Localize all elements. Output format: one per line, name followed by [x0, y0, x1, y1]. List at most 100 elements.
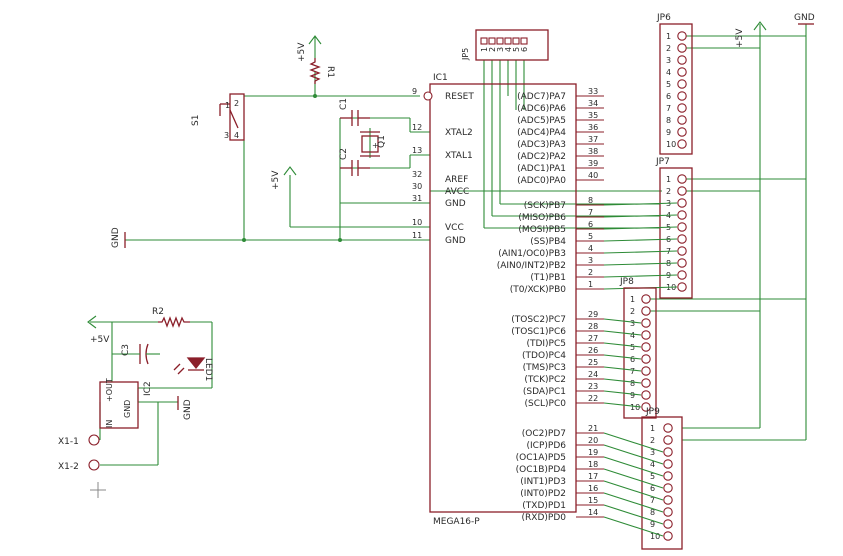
- jp9-pin-number: 4: [650, 460, 655, 469]
- jp8-pin-pad: [641, 330, 651, 340]
- ic1-pin-name: AVCC: [445, 187, 469, 197]
- ic1-pin-name: (RXD)PD0: [522, 513, 567, 523]
- jp9-pin-pad: [663, 459, 673, 469]
- led1-label: LED1: [203, 358, 213, 381]
- c1-label: C1: [339, 98, 349, 110]
- ic1-pin-num: 32: [412, 170, 422, 179]
- ic1-pin-num: 28: [588, 322, 598, 331]
- ic1-pin-num: 23: [588, 382, 598, 391]
- ic1-pin-name: (T0/XCK)PB0: [510, 285, 567, 295]
- x1-1-label: X1-1: [58, 437, 79, 447]
- ic1-left-pins: 9RESET12XTAL213XTAL132AREF30AVCC31GND10V…: [412, 87, 474, 246]
- jp8-pin-number: 6: [630, 355, 635, 364]
- ic1-pin-num: 22: [588, 394, 598, 403]
- c2-label: C2: [339, 148, 349, 160]
- jp9-label: JP9: [645, 407, 660, 417]
- jp6-pin-pad: [677, 91, 687, 101]
- jp5-pin-number: 4: [504, 47, 513, 52]
- ic1-pin-num: 20: [588, 436, 598, 445]
- ic1-pin-name: (OC1B)PD4: [516, 465, 567, 475]
- jp6-pin-number: 7: [666, 104, 671, 113]
- jp9-pin-pad: [663, 483, 673, 493]
- gnd-label-regulator: GND: [183, 399, 193, 420]
- ic1-pin-name: (OC1A)PD5: [516, 453, 566, 463]
- ic1-pin-name: GND: [445, 236, 466, 246]
- jp7-pin-number: 2: [666, 187, 671, 196]
- ic1-pin-name: VCC: [445, 223, 464, 233]
- jp8-pin-pad: [641, 378, 651, 388]
- jp8-fan-wire: [603, 378, 642, 384]
- jp8-pin-number: 2: [630, 307, 635, 316]
- jp8-label: JP8: [619, 277, 634, 287]
- ic1-pin-num: 24: [588, 370, 598, 379]
- jp6-pin-number: 10: [666, 140, 676, 149]
- ic1-pin-num: 26: [588, 346, 598, 355]
- ic1-pin-name: (ADC3)PA3: [517, 140, 566, 150]
- ic1-pin-name: (INT1)PD3: [520, 477, 566, 487]
- ic1-pin-name: (ADC4)PA4: [517, 128, 566, 138]
- jp8-fan-wire: [603, 354, 642, 360]
- reset-inverter-bubble: [423, 91, 433, 101]
- jp8-fan-wire: [603, 318, 642, 324]
- vcc-supply-ic1: +5V: [271, 166, 297, 190]
- jp9-pin-pad: [663, 471, 673, 481]
- jp9-pin-number: 3: [650, 448, 655, 457]
- ic1-pin-num: 35: [588, 111, 598, 120]
- ic1-pin-name: (T1)PB1: [530, 273, 566, 283]
- ic1-pin-name: XTAL1: [445, 151, 473, 161]
- jp9-fan-wire: [603, 492, 664, 513]
- ic1-pin-num: 18: [588, 460, 598, 469]
- jp9-pin-number: 7: [650, 496, 655, 505]
- ic2-in-label: IN: [105, 420, 114, 428]
- ic1-pin-num: 40: [588, 171, 598, 180]
- ic1-pin-name: (TOSC2)PC7: [511, 315, 566, 325]
- jp6-pin-pad: [677, 115, 687, 125]
- jp9-fan-wire: [603, 468, 664, 489]
- jp7-fan-wire: [603, 202, 678, 206]
- jp7-pin-pad: [677, 198, 687, 208]
- jp9-pin-pad: [663, 495, 673, 505]
- ic1-pin-name: (ADC7)PA7: [517, 92, 566, 102]
- ic2-label: IC2: [143, 381, 153, 396]
- jp5-label: JP5: [461, 48, 470, 61]
- connector-x1: X1-1 X1-2: [58, 434, 100, 472]
- x1-2-label: X1-2: [58, 462, 79, 472]
- jp9-fan-wire: [603, 444, 664, 465]
- ic1-pin-num: 29: [588, 310, 598, 319]
- jp7-fan-wire: [603, 214, 678, 218]
- jp7-fan-wire: [603, 250, 678, 254]
- ic1-pin-name: (ADC0)PA0: [517, 176, 566, 186]
- ic1-pin-num: 11: [412, 231, 422, 240]
- jp9-pin-number: 9: [650, 520, 655, 529]
- jp6-pin-pad: [677, 139, 687, 149]
- capacitor-c3: C3: [112, 343, 160, 365]
- jp8-fan-wire: [603, 390, 642, 396]
- jp8-pin-number: 1: [630, 295, 635, 304]
- ic2-gnd-label: GND: [123, 400, 132, 418]
- jp8-pin-pad: [641, 318, 651, 328]
- vcc-label-ic1: +5V: [271, 170, 281, 190]
- ic1-label: IC1: [433, 73, 448, 83]
- origin-cross: [90, 482, 106, 498]
- gnd-supply-right: GND: [794, 13, 815, 25]
- jp6-label: JP6: [656, 13, 671, 23]
- jp9-pin-number: 8: [650, 508, 655, 517]
- jp7-pin-pad: [677, 210, 687, 220]
- jp8-pin-number: 5: [630, 343, 635, 352]
- ic1-microcontroller: IC1 MEGA16-P 9RESET12XTAL213XTAL132AREF3…: [412, 73, 604, 527]
- jp5-pin-pad: [504, 37, 512, 45]
- jp6-pin-number: 9: [666, 128, 671, 137]
- crystal-q1: + Q1: [360, 131, 387, 157]
- ic1-pin-name: AREF: [445, 175, 468, 185]
- ic1-pin-num: 5: [588, 232, 593, 241]
- jp7-fan-wire: [603, 274, 678, 278]
- resistor-r2: R2: [152, 307, 190, 328]
- jp7-pin-pad: [677, 282, 687, 292]
- jp8-pin-pad: [641, 402, 651, 412]
- vcc-supply-regulator: +5V: [87, 315, 110, 345]
- jp7-pin-pad: [677, 174, 687, 184]
- jp8-pin-number: 3: [630, 319, 635, 328]
- jp8-pin-number: 10: [630, 403, 640, 412]
- jp9-fan-wire: [603, 456, 664, 477]
